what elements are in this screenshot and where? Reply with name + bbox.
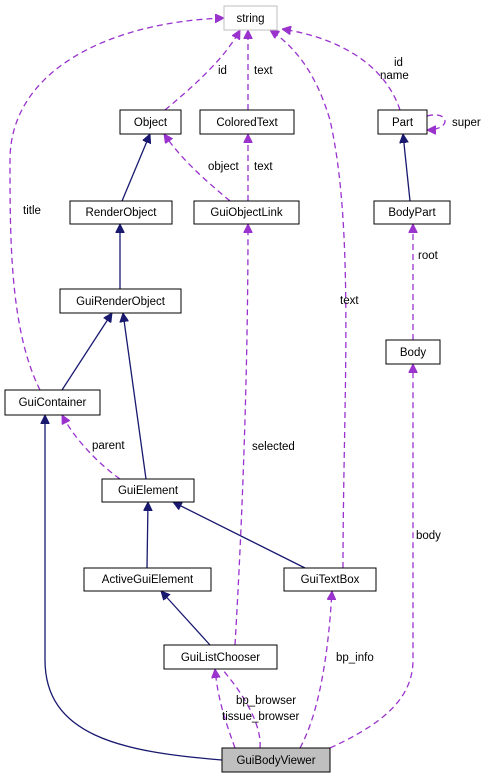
edge-label-part-id: id: [394, 57, 403, 69]
edge-guibodyviewer-to-guitextbox: [299, 591, 332, 749]
class-node-bodypart[interactable]: BodyPart: [373, 200, 451, 225]
class-node-guibodyviewer[interactable]: GuiBodyViewer: [221, 747, 331, 773]
edge-label-part-super: super: [452, 117, 481, 129]
class-node-string[interactable]: string: [223, 5, 278, 31]
edge-label-link-object: object: [208, 161, 239, 173]
class-node-guitextbox-label: GuiTextBox: [301, 574, 360, 586]
edge-guitextbox-to-string: [270, 30, 347, 569]
edge-object-to-string: [164, 30, 241, 111]
edge-label-part-name: name: [380, 70, 409, 82]
class-node-activeguielement-label: ActiveGuiElement: [102, 574, 194, 586]
class-node-guiobjectlink[interactable]: GuiObjectLink: [193, 200, 300, 225]
class-node-guilistchooser-label: GuiListChooser: [181, 652, 260, 664]
edge-guiobjectlink-to-object: [164, 134, 231, 202]
class-node-guirenderobject[interactable]: GuiRenderObject: [59, 288, 182, 314]
edge-guicontainer-to-string: [9, 18, 224, 391]
class-node-guibodyviewer-label: GuiBodyViewer: [236, 755, 315, 767]
edge-bodypart-to-part: [403, 134, 411, 202]
class-node-object-label: Object: [134, 117, 168, 129]
edge-label-textbox-text: text: [340, 295, 359, 307]
inheritance-edges: [45, 134, 411, 761]
edge-part-self-super: [426, 114, 446, 130]
edge-guicontainer-to-guirenderobject: [61, 313, 112, 391]
class-node-guicontainer[interactable]: GuiContainer: [4, 389, 101, 416]
class-node-part-label: Part: [392, 117, 414, 129]
edge-guibodyviewer-to-guilistchooser-tissue: [221, 668, 261, 749]
edge-label-container-title: title: [23, 205, 41, 217]
edge-label-viewer-bp-info: bp_info: [336, 652, 374, 664]
class-node-guitextbox[interactable]: GuiTextBox: [283, 567, 377, 592]
class-node-body[interactable]: Body: [385, 339, 441, 365]
class-node-activeguielement[interactable]: ActiveGuiElement: [83, 567, 212, 592]
edge-label-object-id: id: [218, 65, 227, 77]
edge-guibodyviewer-to-body: [329, 364, 413, 749]
class-node-guielement-label: GuiElement: [118, 485, 179, 497]
class-node-guielement[interactable]: GuiElement: [101, 478, 195, 503]
edge-guitextbox-to-guielement: [173, 501, 306, 569]
edge-label-element-parent: parent: [92, 440, 125, 452]
class-node-coloredtext-label: ColoredText: [216, 117, 278, 129]
edge-label-viewer-body: body: [416, 530, 441, 542]
edge-label-viewer-bp-browser: bp_browser: [236, 695, 296, 707]
edge-label-link-text: text: [254, 161, 273, 173]
edge-label-coloredtext-text: text: [254, 65, 273, 77]
edge-part-to-string: [282, 29, 401, 111]
usage-edges: [9, 18, 446, 749]
class-node-guicontainer-label: GuiContainer: [19, 397, 87, 409]
class-node-renderobject-label: RenderObject: [86, 207, 158, 219]
edge-guibodyviewer-to-guicontainer: [45, 415, 223, 761]
class-node-part[interactable]: Part: [377, 109, 428, 135]
class-node-coloredtext[interactable]: ColoredText: [199, 109, 295, 135]
edge-guibodyviewer-to-guilistchooser-bp: [215, 669, 236, 749]
edge-label-body-root: root: [418, 250, 439, 262]
edge-activeguielement-to-guielement: [147, 502, 148, 569]
class-node-guiobjectlink-label: GuiObjectLink: [210, 207, 282, 219]
edge-guielement-to-guirenderobject: [123, 313, 147, 480]
edge-renderobject-to-object: [121, 134, 150, 202]
edge-label-chooser-selected: selected: [252, 441, 295, 453]
class-node-object[interactable]: Object: [119, 109, 182, 135]
edge-label-viewer-tissue-browser: tissue_browser: [222, 711, 300, 723]
class-node-renderobject[interactable]: RenderObject: [69, 200, 173, 225]
class-node-body-label: Body: [400, 347, 426, 359]
edge-labels: id text id name super object text title …: [23, 57, 481, 723]
edge-guilistchooser-to-activeguielement: [161, 591, 211, 646]
edge-guielement-to-guicontainer: [61, 415, 121, 480]
class-node-guilistchooser[interactable]: GuiListChooser: [163, 644, 278, 670]
edge-guilistchooser-to-guiobjectlink: [234, 224, 248, 646]
class-node-string-label: string: [236, 13, 264, 25]
class-node-guirenderobject-label: GuiRenderObject: [76, 296, 166, 308]
class-node-bodypart-label: BodyPart: [388, 207, 436, 219]
